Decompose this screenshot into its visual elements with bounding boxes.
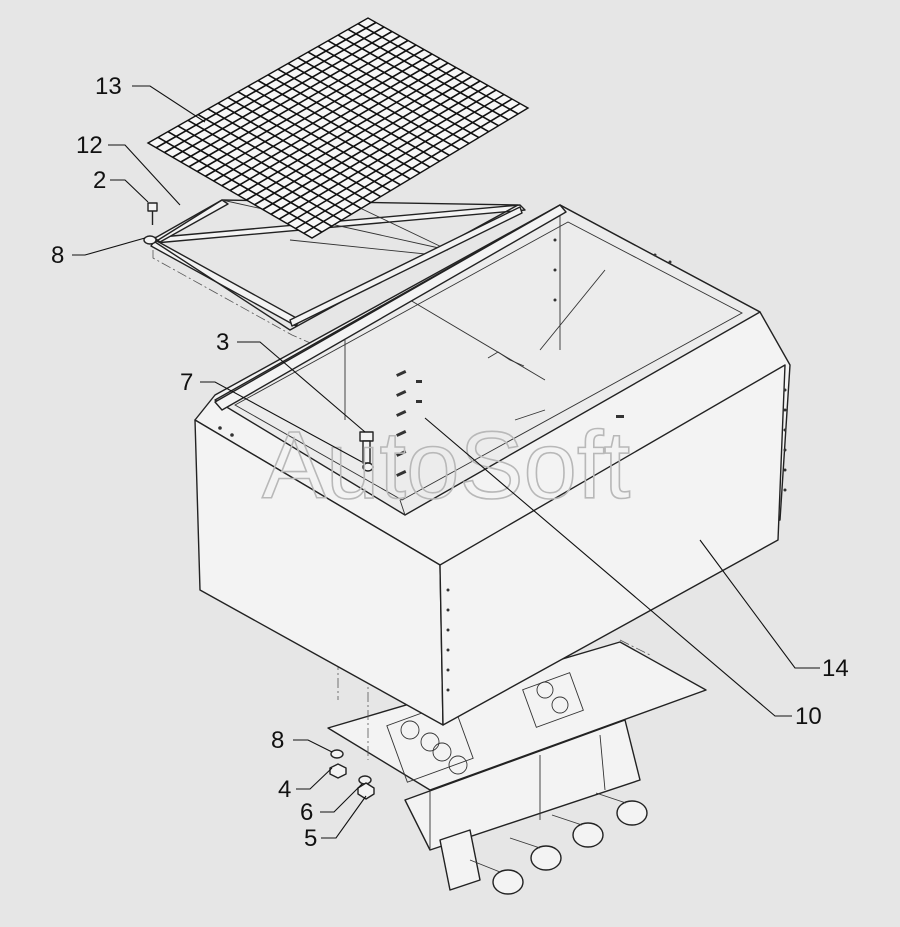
edge-strip [214, 204, 567, 411]
callout-3: 3 [216, 329, 229, 356]
callout-2: 2 [93, 167, 106, 194]
callout-8-top: 8 [51, 242, 64, 269]
washer-7 [362, 462, 374, 472]
mesh-wire [172, 30, 393, 158]
callout-4: 4 [278, 776, 291, 803]
callout-6: 6 [300, 799, 313, 826]
watermark: AutoSoft [262, 412, 630, 519]
mesh-wire [164, 26, 385, 154]
mesh-wire [295, 98, 513, 230]
callout-7: 7 [180, 369, 193, 396]
mesh-wire [188, 39, 409, 168]
callout-13: 13 [95, 73, 122, 100]
mesh-wire [278, 89, 497, 220]
mesh-wire [155, 21, 377, 149]
callout-labels: 13 12 2 8 3 7 14 10 8 4 6 5 [51, 73, 849, 852]
mesh-wire [204, 48, 425, 177]
mesh-wire [237, 66, 457, 196]
distributor-base [327, 641, 707, 895]
bolt-2 [147, 202, 158, 225]
mesh-wire [180, 35, 401, 163]
callout-14: 14 [822, 655, 849, 682]
washer-8-top [143, 235, 157, 245]
mesh-wire [229, 62, 449, 192]
bottom-fasteners [329, 749, 375, 800]
rivet-holes [218, 238, 787, 692]
callout-10: 10 [795, 703, 822, 730]
hopper-body [194, 204, 791, 726]
mesh-wire [245, 71, 465, 201]
callout-12: 12 [76, 132, 103, 159]
mesh-wire [213, 53, 433, 182]
mesh-wire [303, 102, 521, 234]
mesh-wire [262, 80, 481, 211]
mesh-wire [286, 93, 505, 225]
callout-8-bottom: 8 [271, 727, 284, 754]
callout-5: 5 [304, 825, 317, 852]
mesh-wire [270, 84, 489, 215]
leader-lines [72, 85, 820, 839]
mesh-wire [196, 44, 417, 173]
mesh-wire [221, 57, 441, 187]
outlet-pipes [469, 792, 648, 895]
frame [149, 199, 526, 331]
body-slots [396, 369, 624, 477]
mesh-wire [254, 75, 473, 206]
mesh-grid [146, 17, 530, 239]
hopper-side-face [439, 364, 786, 726]
